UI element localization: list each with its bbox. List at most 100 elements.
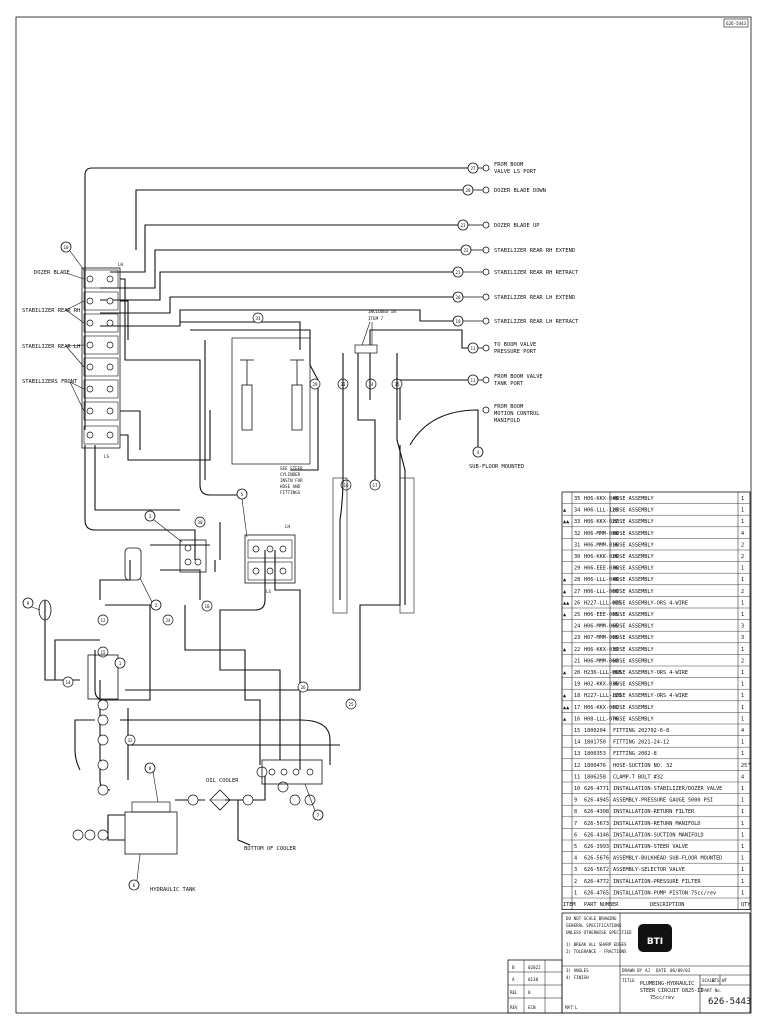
port-27: 27 FROM BOOM VALVE LS PORT bbox=[467, 162, 537, 175]
bom-item: 21 bbox=[574, 658, 580, 664]
bom-qty: 1 bbox=[741, 798, 744, 804]
bom-item: 19 bbox=[574, 682, 580, 688]
bom-qty: 3 bbox=[741, 624, 744, 630]
port-balloons: 27 FROM BOOM VALVE LS PORT 28 DOZER BLAD… bbox=[452, 162, 579, 470]
bom-item: 20 bbox=[574, 670, 580, 676]
bom-item: 18 bbox=[574, 693, 580, 699]
bom-header-hdr_item: ITEM bbox=[563, 902, 576, 908]
bom-desc: INSTALLATION-RETURN FILTER bbox=[613, 809, 695, 815]
bom-desc: INSTALLATION-SUCTION MANIFOLD bbox=[613, 832, 704, 838]
revision-block: B 02022 A 0130 REL 0 REV ECN MAT'L bbox=[507, 959, 578, 1014]
oil-cooler: OIL COOLER BOTTOM OF COOLER bbox=[206, 778, 297, 852]
bom-qty: 1 bbox=[741, 670, 744, 676]
svg-text:34: 34 bbox=[368, 382, 374, 387]
bom-desc: HOSE ASSEMBLY-ORS 4-WIRE bbox=[613, 600, 688, 606]
bom-part: 626-4765 bbox=[584, 890, 609, 896]
port-28: 28 DOZER BLADE DOWN bbox=[462, 184, 546, 196]
pump: 1 bbox=[87, 654, 126, 700]
bom-qty: 1 bbox=[741, 821, 744, 827]
bom-desc: INSTALLATION-STABILIZER/DOZER VALVE bbox=[613, 786, 722, 792]
bom-mark: ▲ bbox=[563, 693, 567, 699]
part-number: 626-5443 bbox=[708, 997, 751, 1007]
svg-text:4) FINISH: 4) FINISH bbox=[566, 975, 589, 980]
bom-item: 6 bbox=[574, 832, 577, 838]
bom-qty: 1 bbox=[741, 577, 744, 583]
bom-desc: HOSE ASSEMBLY bbox=[613, 566, 654, 572]
svg-text:DOZER BLADE DOWN: DOZER BLADE DOWN bbox=[494, 188, 546, 194]
bom-qty: 1 bbox=[741, 705, 744, 711]
hose-line-11a bbox=[369, 329, 470, 349]
bom-desc: HOSE ASSEMBLY bbox=[613, 519, 654, 525]
svg-text:5: 5 bbox=[241, 492, 244, 497]
svg-text:8: 8 bbox=[149, 766, 152, 771]
port-11-pressure: 11 TO BOOM VALVE PRESSURE PORT bbox=[467, 342, 537, 355]
bom-part: 626-4771 bbox=[584, 786, 609, 792]
bom-qty: 1 bbox=[741, 809, 744, 815]
bom-part: H06-KKX-048 bbox=[584, 496, 618, 502]
bom-desc: FITTING 2021-24-12 bbox=[613, 740, 669, 746]
bom-qty: 2 bbox=[741, 542, 744, 548]
bom-qty: 1 bbox=[741, 786, 744, 792]
bom-qty: 1 bbox=[741, 519, 744, 525]
bom-desc: HOSE-SUCTION NO. 32 bbox=[613, 763, 672, 769]
bom-part: H06-KKX-061 bbox=[584, 705, 618, 711]
bom-item: 10 bbox=[574, 786, 580, 792]
svg-text:TANK PORT: TANK PORT bbox=[494, 381, 524, 387]
bom-desc: HOSE ASSEMBLY bbox=[613, 635, 654, 641]
bom-qty: 3 bbox=[741, 635, 744, 641]
bom-mark: ▲ bbox=[563, 577, 567, 583]
bom-qty: 1 bbox=[741, 600, 744, 606]
svg-text:3: 3 bbox=[149, 514, 152, 519]
bom-item: 26 bbox=[574, 600, 580, 606]
bom-desc: HOSE ASSEMBLY bbox=[613, 542, 654, 548]
bom-item: 28 bbox=[574, 577, 580, 583]
hose-balloons: 31 29 30 18 24 26 25 32 33 34 35 16 17 1… bbox=[62, 312, 403, 841]
bom-qty: 2 bbox=[741, 589, 744, 595]
svg-text:FROM BOOM: FROM BOOM bbox=[494, 162, 524, 168]
sheet-border bbox=[15, 16, 752, 1014]
bom-mark: ▲ bbox=[563, 670, 567, 676]
svg-text:19: 19 bbox=[455, 319, 461, 324]
bom-item: 35 bbox=[574, 496, 580, 502]
svg-text:14: 14 bbox=[65, 680, 71, 685]
svg-text:28: 28 bbox=[465, 188, 471, 193]
bom-desc: HOSE ASSEMBLY bbox=[613, 577, 654, 583]
top-drawing-number: 626-5443 bbox=[726, 21, 747, 26]
svg-text:17: 17 bbox=[372, 483, 378, 488]
bom-qty: 4 bbox=[741, 728, 744, 734]
bom-mark: ▲ bbox=[563, 612, 567, 618]
bom-desc: HOSE ASSEMBLY bbox=[613, 647, 654, 653]
bom-item: 34 bbox=[574, 508, 580, 514]
bom-desc: HOSE ASSEMBLY bbox=[613, 658, 654, 664]
svg-text:DATE: DATE bbox=[656, 968, 667, 973]
bom-item: 27 bbox=[574, 589, 580, 595]
svg-text:75cc/rev: 75cc/rev bbox=[650, 995, 674, 1001]
svg-text:SEE STEER: SEE STEER bbox=[280, 466, 303, 471]
svg-text:23: 23 bbox=[460, 223, 466, 228]
svg-text:STEER CIRCUIT D825-II: STEER CIRCUIT D825-II bbox=[640, 988, 703, 994]
svg-text:UNLESS OTHERWISE SPECIFIED: UNLESS OTHERWISE SPECIFIED bbox=[566, 930, 632, 935]
bom-mark: ▲▲ bbox=[563, 519, 570, 525]
svg-text:6: 6 bbox=[133, 883, 136, 888]
svg-text:VALVE LS PORT: VALVE LS PORT bbox=[494, 169, 537, 175]
bom-part: 626-5676 bbox=[584, 856, 609, 862]
bom-qty: 1 bbox=[741, 879, 744, 885]
svg-text:INCLUDED IN: INCLUDED IN bbox=[368, 309, 396, 314]
bom-mark: ▲ bbox=[563, 508, 567, 514]
svg-text:GENERAL SPECIFICATIONS: GENERAL SPECIFICATIONS bbox=[566, 923, 622, 928]
svg-text:FROM BOOM VALVE: FROM BOOM VALVE bbox=[494, 374, 543, 380]
bom-desc: HOSE ASSEMBLY bbox=[613, 624, 654, 630]
svg-text:STABILIZER REAR RH RETRACT: STABILIZER REAR RH RETRACT bbox=[494, 270, 579, 276]
bom-qty: 1 bbox=[741, 716, 744, 722]
bom-desc: HOSE ASSEMBLY bbox=[613, 554, 654, 560]
bom-item: 22 bbox=[574, 647, 580, 653]
bom-part: H06-EEE-065 bbox=[584, 612, 618, 618]
sub-floor-label: SUB-FLOOR MOUNTED bbox=[469, 464, 524, 470]
bom-desc: FITTING 202702-6-8 bbox=[613, 728, 669, 734]
bom-part: 626-4308 bbox=[584, 809, 609, 815]
bom-desc: HOSE ASSEMBLY bbox=[613, 589, 654, 595]
bom-part: 626-5673 bbox=[584, 821, 609, 827]
bom-item: 25 bbox=[574, 612, 580, 618]
bom-part: H06-MMM-088 bbox=[584, 531, 618, 537]
